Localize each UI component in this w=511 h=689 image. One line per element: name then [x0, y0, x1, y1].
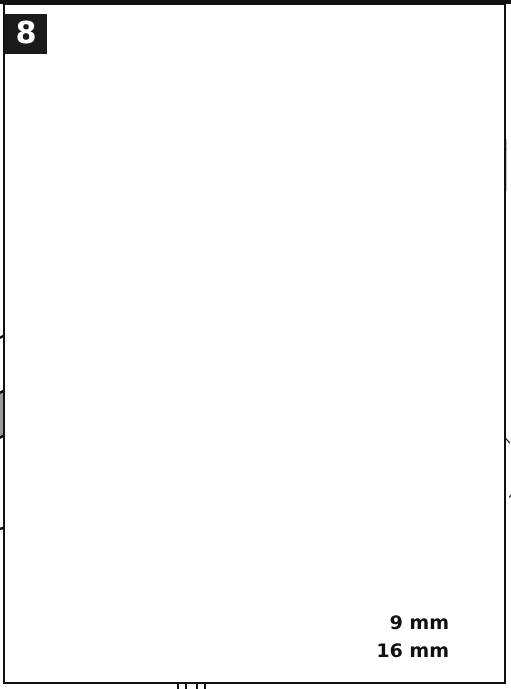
wrench-size-16mm-label: 16 mm [376, 640, 449, 662]
instruction-frame [3, 3, 506, 684]
step-number-badge: 8 [5, 14, 47, 54]
wrench-size-9mm-label: 9 mm [389, 612, 449, 634]
top-rule [0, 0, 511, 4]
